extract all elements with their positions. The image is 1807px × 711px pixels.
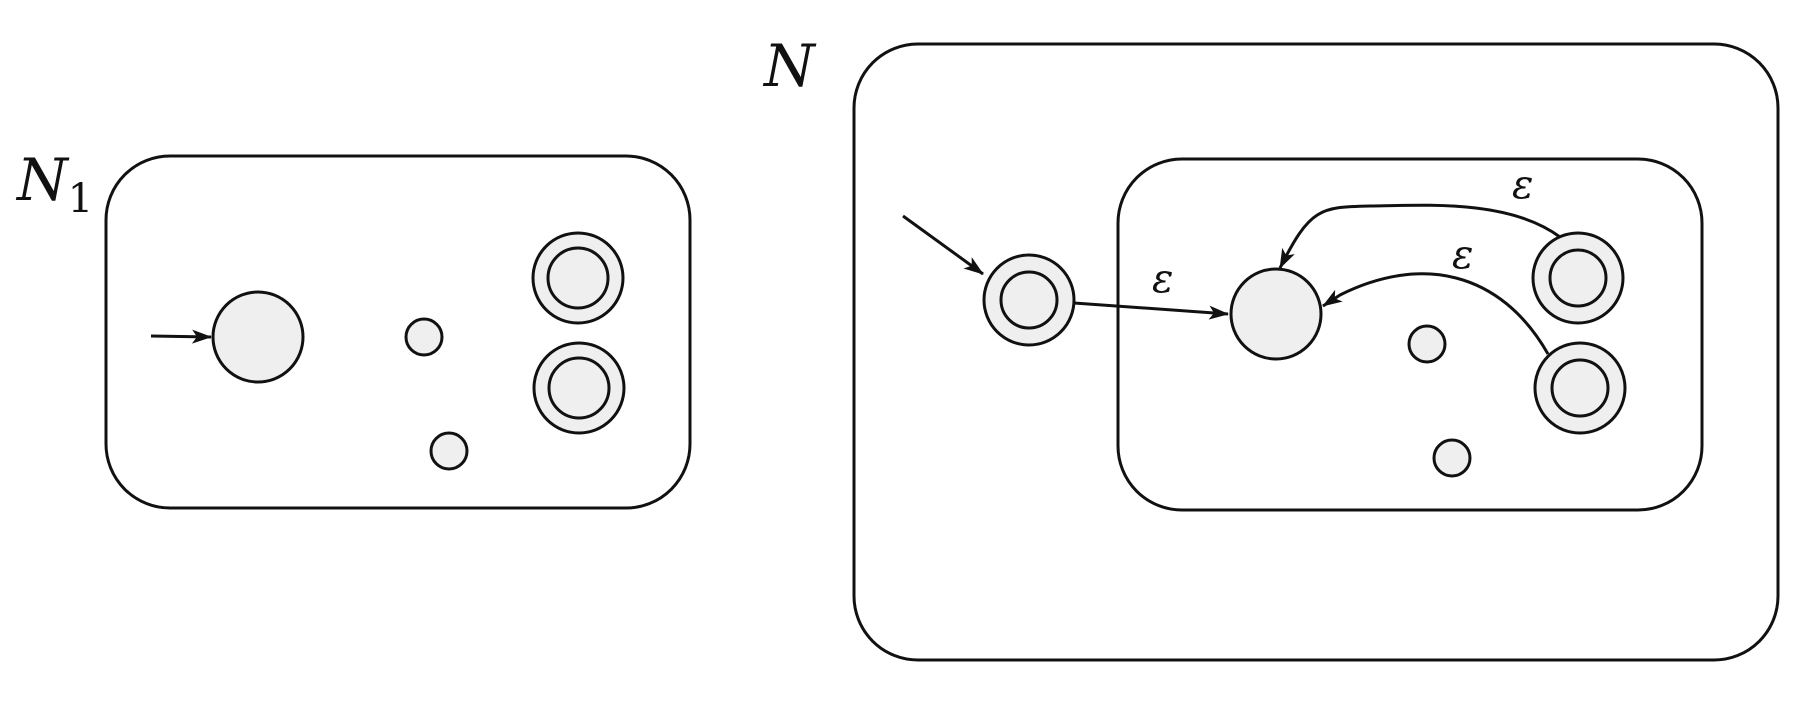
n-old-start-state — [1229, 267, 1323, 361]
n1-accept-state-lower — [532, 341, 626, 435]
machine-n-outer-box — [852, 42, 1780, 662]
n-start-arrow — [902, 214, 984, 276]
n-epsilon-edge-start — [1073, 301, 1229, 320]
n1-start-arrow — [150, 329, 212, 344]
n1-state — [404, 317, 444, 357]
n-epsilon-label-start: ε — [1152, 256, 1173, 302]
machine-n1-subscript: 1 — [68, 176, 93, 222]
n-new-start-state — [982, 253, 1076, 347]
machine-n-inner-box — [1116, 157, 1704, 512]
n-accept-state-lower — [1533, 341, 1627, 435]
n-epsilon-edge-upper-accept — [1278, 203, 1561, 269]
machine-n1-box — [104, 154, 692, 510]
n-epsilon-edge-lower-accept — [1322, 272, 1550, 355]
n-epsilon-label-lower-accept: ε — [1452, 232, 1473, 278]
n1-accept-state-upper — [531, 231, 625, 325]
n1-state — [429, 431, 469, 471]
n-state — [1407, 324, 1447, 364]
machine-n1-label: N1 — [15, 146, 93, 222]
machine-n-label: N — [762, 32, 817, 100]
n-state — [1432, 438, 1472, 478]
machine-n1: N1 — [15, 146, 692, 510]
machine-n1-name: N — [15, 146, 70, 214]
n-epsilon-label-upper-accept: ε — [1512, 162, 1533, 208]
n1-start-state — [211, 290, 305, 384]
machine-n: N ε ε ε — [762, 32, 1780, 662]
n-accept-state-upper — [1531, 231, 1625, 325]
